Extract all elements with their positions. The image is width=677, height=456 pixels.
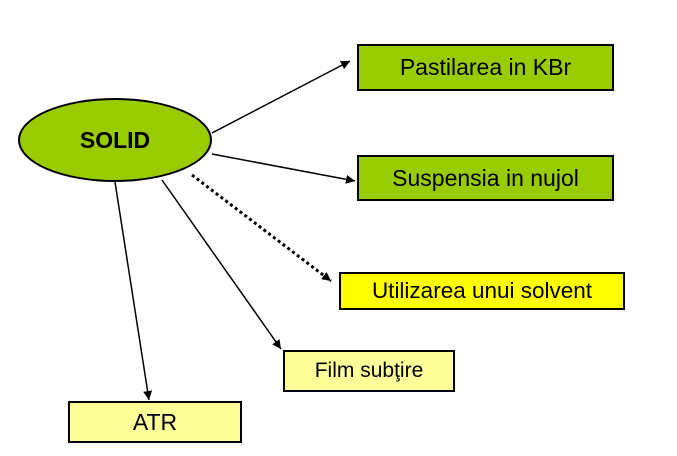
- center-node-label: SOLID: [79, 126, 151, 153]
- edge-center-to-nujol: [211, 153, 356, 184]
- node-label: Utilizarea unui solvent: [371, 278, 593, 303]
- edge-center-to-film: [161, 179, 282, 350]
- node-utilizarea-solvent: Utilizarea unui solvent: [339, 272, 625, 310]
- node-atr: ATR: [68, 401, 242, 443]
- node-pastilarea-kbr: Pastilarea in KBr: [357, 44, 614, 91]
- node-label: Suspensia in nujol: [392, 164, 579, 191]
- node-label: Film subţire: [314, 359, 424, 382]
- edge-center-to-kbr: [211, 60, 351, 134]
- node-label: ATR: [132, 408, 178, 435]
- edge-center-to-solvent: [191, 173, 332, 283]
- node-label: Pastilarea in KBr: [399, 54, 572, 80]
- center-node-solid: SOLID: [18, 98, 212, 182]
- node-suspensia-nujol: Suspensia in nujol: [357, 155, 614, 201]
- node-film-subtire: Film subţire: [283, 350, 455, 392]
- edge-center-to-atr: [114, 181, 153, 401]
